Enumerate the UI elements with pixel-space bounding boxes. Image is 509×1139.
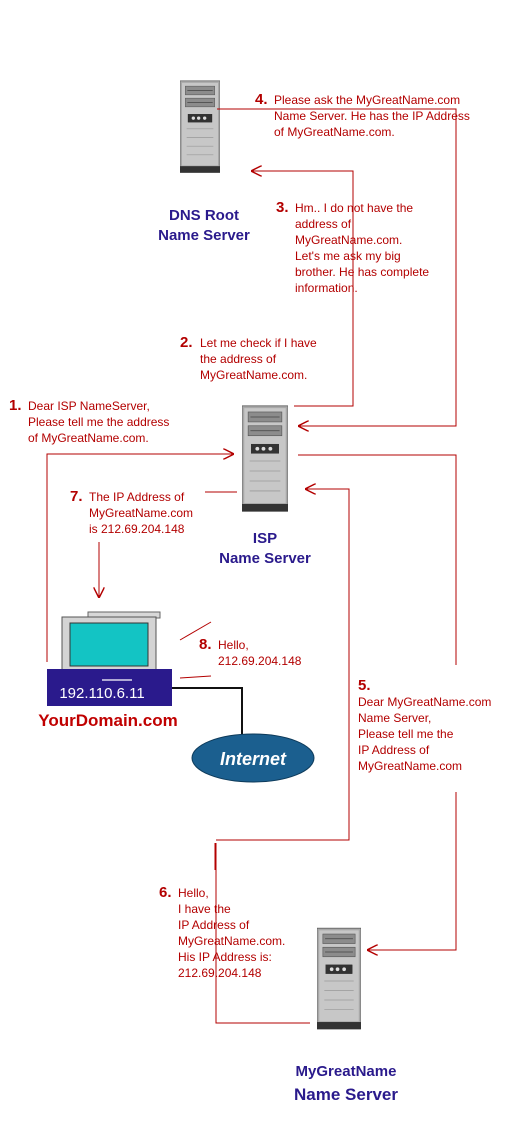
flow-5a-isp-to-mygreatname bbox=[298, 454, 457, 665]
client-computer-icon bbox=[61, 611, 161, 679]
internet-label: Internet bbox=[220, 749, 287, 769]
step-8-number: 8. bbox=[199, 636, 212, 653]
client-domain: YourDomain.com bbox=[38, 711, 177, 730]
step-6-text: Hello, I have the IP Address of MyGreatN… bbox=[178, 886, 289, 980]
flow-1-client-to-isp bbox=[46, 454, 233, 662]
mygreatname-server-icon bbox=[317, 927, 361, 1030]
step-2-number: 2. bbox=[180, 334, 193, 351]
step-2-text: Let me check if I have the address of My… bbox=[200, 336, 320, 382]
dns-root-label-line1: DNS Root bbox=[169, 207, 239, 224]
isp-label-line2: Name Server bbox=[219, 550, 311, 567]
flow-6a-mygreatname-reply bbox=[215, 843, 310, 1024]
client-ip: 192.110.6.11 bbox=[59, 685, 144, 702]
flow-6c-reply-to-isp bbox=[216, 489, 350, 841]
step-4-text: Please ask the MyGreatName.com Name Serv… bbox=[274, 93, 473, 139]
step-4-number: 4. bbox=[255, 91, 268, 108]
step-5-number: 5. bbox=[358, 677, 371, 694]
internet-cable bbox=[172, 687, 243, 740]
isp-server-icon bbox=[242, 405, 288, 513]
internet-cloud bbox=[191, 733, 315, 783]
mygreatname-label-line2: Name Server bbox=[294, 1085, 398, 1104]
step-8-text: Hello, 212.69.204.148 bbox=[218, 638, 302, 668]
mygreatname-label-line1: MyGreatName bbox=[296, 1063, 397, 1080]
flow-8-line-upper bbox=[179, 621, 212, 641]
flow-8-line-lower bbox=[179, 675, 212, 679]
dns-root-server-icon bbox=[180, 80, 220, 174]
flow-4-root-to-isp bbox=[217, 108, 457, 426]
flow-5b-isp-to-mygreatname bbox=[368, 792, 457, 950]
step-3-text: Hm.. I do not have the address of MyGrea… bbox=[295, 201, 432, 295]
step-6-number: 6. bbox=[159, 884, 172, 901]
step-7-number: 7. bbox=[70, 488, 83, 505]
dns-root-label-line2: Name Server bbox=[158, 227, 250, 244]
step-3-number: 3. bbox=[276, 199, 289, 216]
step-7-text: The IP Address of MyGreatName.com is 212… bbox=[89, 490, 196, 536]
flow-3-isp-to-root bbox=[252, 171, 354, 407]
step-1-text: Dear ISP NameServer, Please tell me the … bbox=[28, 399, 173, 445]
isp-label-line1: ISP bbox=[253, 530, 277, 547]
client-ip-bar bbox=[47, 669, 172, 706]
step-1-number: 1. bbox=[9, 397, 22, 414]
step-5-text: Dear MyGreatName.com Name Server, Please… bbox=[358, 695, 495, 773]
